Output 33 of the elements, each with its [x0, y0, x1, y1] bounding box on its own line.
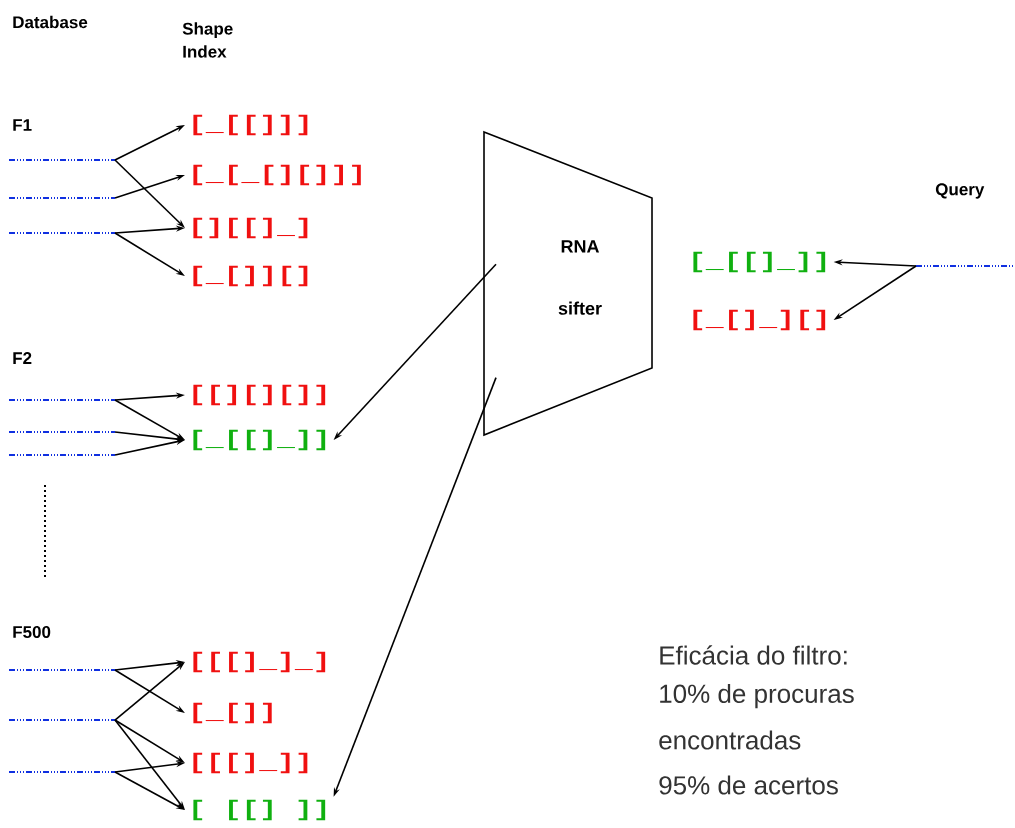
note-text: Eficácia do filtro: — [660, 645, 847, 665]
shape-string: [ [[] ]] — [193, 799, 326, 821]
sequence-line — [9, 718, 115, 722]
shape-string: [[[]_]] — [193, 752, 308, 774]
shape-string: [_[]_][] — [693, 309, 826, 331]
sequence-line — [9, 430, 115, 434]
shape-string: [_[[]_]] — [693, 251, 826, 273]
heading: F2 — [13, 352, 32, 364]
note-text: encontradas — [659, 730, 801, 750]
note-text: 95% de acertos — [659, 775, 838, 795]
heading: Query — [935, 183, 985, 199]
heading: F500 — [13, 626, 51, 639]
sequence-line — [9, 196, 115, 200]
sequence-line — [916, 264, 1015, 268]
shape-string: [_[[]_]] — [193, 429, 326, 451]
shape-string: [[[]_]_] — [193, 651, 326, 673]
heading: Database — [13, 15, 88, 29]
shape-string: [_[]] — [193, 702, 272, 724]
heading: F1 — [13, 119, 32, 131]
shape-string: [_[]][] — [193, 265, 308, 287]
sequence-line — [9, 158, 115, 162]
sequence-line — [9, 668, 115, 672]
heading: Shape Index — [182, 22, 233, 58]
note-text: 10% de procuras — [660, 683, 854, 709]
shape-string: [_[_[][]]] — [193, 164, 361, 186]
shape-string: [[][][]] — [193, 384, 326, 406]
shape-string: [][[]_] — [193, 217, 308, 239]
sequence-line — [9, 398, 115, 402]
sequence-line — [9, 453, 115, 457]
sequence-line — [9, 770, 115, 774]
sequence-line — [9, 231, 115, 235]
arrow — [114, 159, 185, 228]
shape-string: [_[[]]] — [193, 114, 308, 136]
